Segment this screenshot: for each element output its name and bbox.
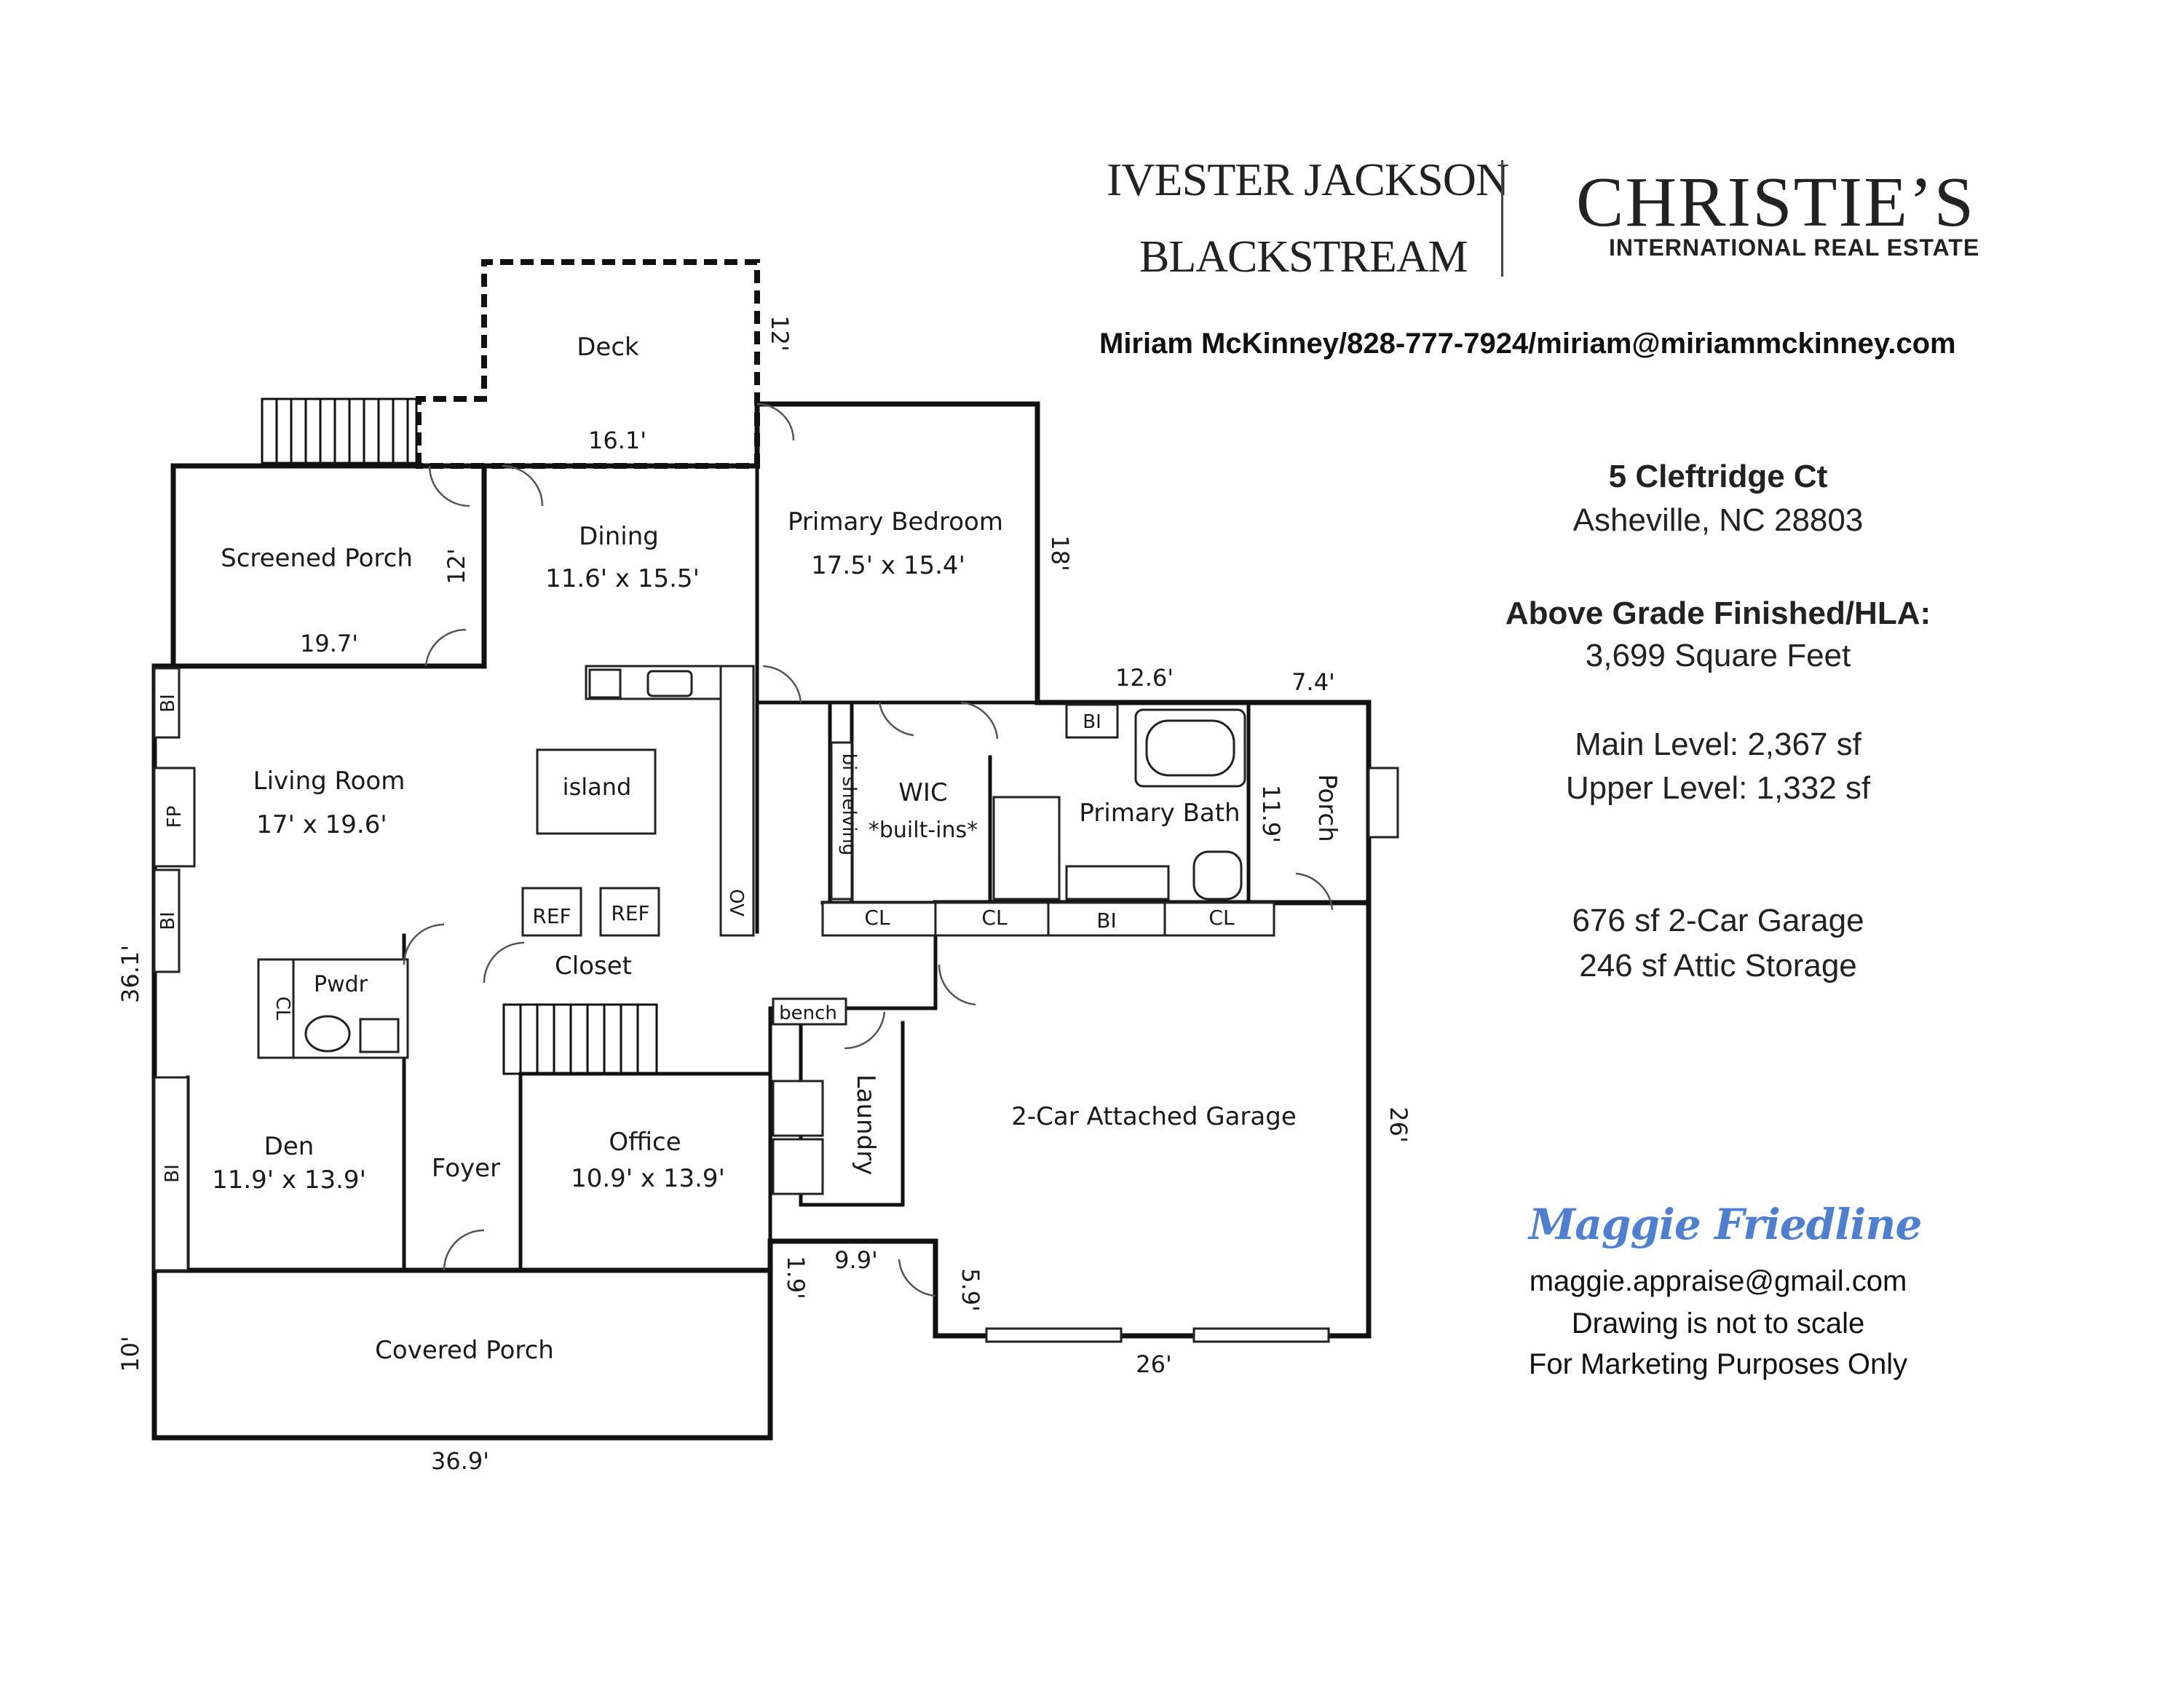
dim-bedroom-depth: 18': [1046, 535, 1074, 571]
dining-dimensions: 11.6' x 15.5': [545, 564, 700, 593]
dim-house-depth: 36.1': [116, 945, 144, 1003]
appraiser-signature: Maggie Friedline: [1529, 1200, 1922, 1249]
hla-value: 3,699 Square Feet: [1585, 638, 1851, 673]
den-dimensions: 11.9' x 13.9': [212, 1165, 366, 1195]
porch-steps: [1367, 767, 1399, 839]
dim-step-depth: 1.9': [782, 1256, 810, 1299]
cl-label-3: CL: [1208, 906, 1235, 930]
logo-divider: [1501, 160, 1503, 277]
bi-label-closet-row: BI: [1096, 909, 1116, 933]
door-swings: [403, 403, 1334, 1297]
wic-label: WIC: [898, 778, 947, 807]
closet-label: Closet: [555, 951, 632, 981]
refrigerators: [521, 887, 660, 937]
marketing-disclaimer: For Marketing Purposes Only: [1528, 1348, 1908, 1380]
main-level-area: Main Level: 2,367 sf: [1575, 727, 1861, 762]
agent-contact: Miriam McKinney/828-777-7924/miriam@miri…: [1099, 328, 1956, 360]
dim-deck-width: 16.1': [588, 427, 646, 454]
deck-stairs: [261, 397, 418, 464]
dim-porch-depth: 11.9': [1257, 785, 1285, 843]
closet-row: [821, 901, 1275, 937]
bi-label-living-bottom: BI: [157, 911, 179, 930]
kitchen-island: [536, 748, 657, 835]
upper-level-area: Upper Level: 1,332 sf: [1565, 770, 1871, 806]
wic-note: *built-ins*: [869, 818, 978, 843]
bi-label-living-top: BI: [157, 694, 179, 713]
ref-label-2: REF: [611, 901, 649, 925]
partner-logo-subtitle: INTERNATIONAL REAL ESTATE: [1609, 234, 1980, 261]
garage-area: 676 sf 2-Car Garage: [1572, 903, 1864, 938]
primary-bedroom-dimensions: 17.5' x 15.4': [811, 551, 965, 580]
dining-label: Dining: [579, 522, 659, 551]
broker-logo-line1: IVESTER JACKSON: [1107, 154, 1509, 205]
dim-step-width: 9.9': [834, 1246, 878, 1274]
cl-label-2: CL: [981, 906, 1008, 930]
living-room-dimensions: 17' x 19.6': [256, 810, 387, 839]
screened-porch-label: Screened Porch: [221, 544, 413, 573]
wic-shelving: [830, 741, 853, 901]
dim-garage-depth: 26': [1385, 1107, 1412, 1143]
dim-garage-jog: 5.9': [957, 1268, 984, 1312]
hla-label: Above Grade Finished/HLA:: [1505, 595, 1931, 631]
powder-room: [257, 958, 409, 1059]
dim-covered-width: 36.9': [431, 1447, 489, 1475]
bi-shelving-label: bi shelving: [838, 753, 860, 856]
office-label: Office: [609, 1128, 681, 1157]
scale-disclaimer: Drawing is not to scale: [1571, 1307, 1865, 1339]
kitchen-counters: [585, 665, 755, 937]
bench-label: bench: [779, 1002, 837, 1024]
deck-label: Deck: [577, 333, 639, 362]
laundry-label: Laundry: [851, 1074, 880, 1176]
primary-bath-fixtures: [992, 703, 1246, 901]
porch-label: Porch: [1313, 774, 1342, 842]
den-label: Den: [264, 1132, 314, 1161]
bi-label-bath: BI: [1083, 711, 1101, 733]
partner-logo: CHRISTIE’S: [1576, 163, 1976, 242]
ref-label-1: REF: [532, 904, 571, 928]
foyer-label: Foyer: [432, 1154, 500, 1183]
address-line1: 5 Cleftridge Ct: [1608, 459, 1828, 494]
laundry-appliances: [772, 997, 847, 1195]
fp-label: FP: [164, 806, 186, 828]
office-dimensions: 10.9' x 13.9': [571, 1164, 725, 1193]
broker-logo-line2: BLACKSTREAM: [1139, 232, 1468, 282]
primary-bath-label: Primary Bath: [1079, 799, 1240, 828]
appraiser-email[interactable]: maggie.appraise@gmail.com: [1529, 1265, 1907, 1297]
living-room-label: Living Room: [253, 767, 405, 796]
attic-area: 246 sf Attic Storage: [1579, 948, 1857, 983]
dim-covered-depth: 10': [116, 1336, 144, 1372]
dim-bath-width: 12.6': [1115, 664, 1174, 692]
covered-porch-label: Covered Porch: [375, 1336, 554, 1365]
cl-label-1: CL: [864, 906, 890, 930]
dim-porch-width: 7.4': [1291, 668, 1335, 696]
cl-label-pwdr: CL: [272, 997, 293, 1021]
dim-screened-width: 19.7': [300, 630, 358, 657]
dim-screened-depth: 12': [443, 548, 470, 585]
garage-label: 2-Car Attached Garage: [1011, 1102, 1296, 1131]
primary-bedroom-label: Primary Bedroom: [788, 507, 1003, 537]
stairs: [502, 1003, 658, 1075]
island-label: island: [563, 773, 632, 801]
dim-garage-width: 26': [1136, 1350, 1172, 1378]
address-line2: Asheville, NC 28803: [1572, 502, 1864, 538]
garage-doors: [985, 1327, 1330, 1343]
pwdr-label: Pwdr: [314, 972, 368, 997]
bi-label-den: BI: [162, 1164, 183, 1183]
dim-deck-depth: 12': [766, 315, 794, 352]
ov-label: OV: [725, 889, 747, 917]
fireplace: [153, 767, 196, 868]
